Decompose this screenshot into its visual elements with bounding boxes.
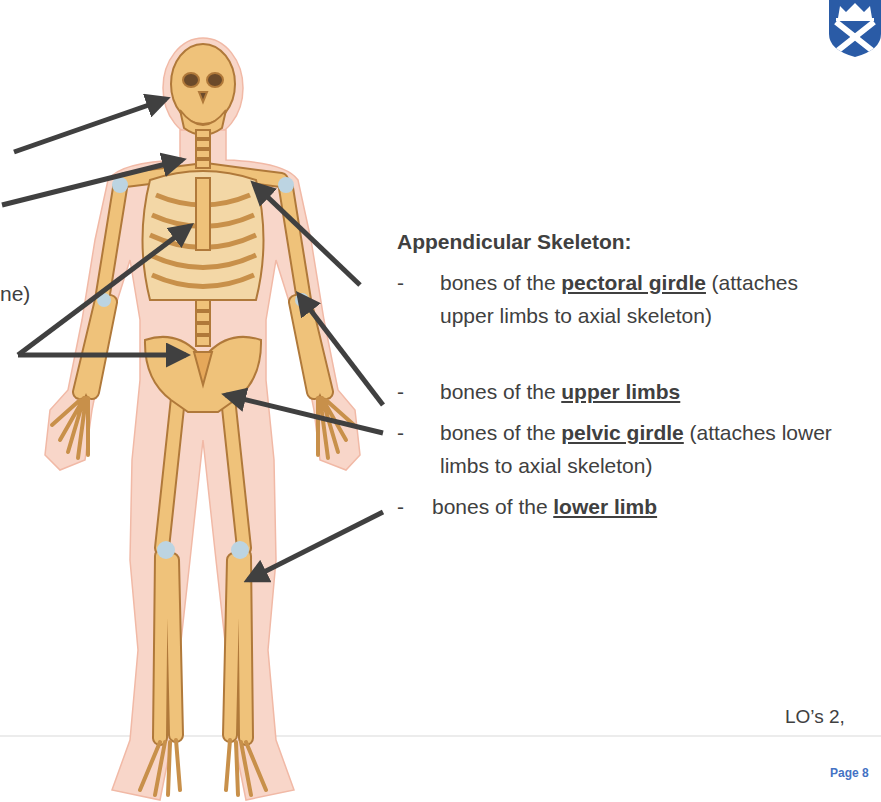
cut-label: ne) [0, 277, 60, 310]
label-text: ne) [0, 282, 30, 305]
list-item: bones of theupper limbs [440, 375, 840, 408]
crest [829, 0, 881, 57]
label-text: Page 8 [830, 766, 869, 780]
label-text: - [397, 271, 404, 294]
page-number: Page 8 [830, 764, 878, 782]
label-text: - [397, 421, 404, 444]
bones [52, 170, 354, 795]
bullet-dash: - [397, 266, 427, 299]
label-text: bones of the [440, 271, 556, 294]
bullet-dash: - [397, 490, 427, 523]
label-text: - [397, 495, 404, 518]
key-term: lower limb [553, 495, 657, 518]
leader-arrows [2, 99, 383, 580]
label-text: bones of the [440, 380, 556, 403]
bullet-dash: - [397, 416, 427, 449]
heading: Appendicular Skeleton: [397, 225, 632, 258]
label-text: - [397, 380, 404, 403]
list-item: bones of thepelvic girdle(attaches lower… [440, 416, 875, 482]
learning-outcome: LO’s 2, [785, 704, 879, 729]
label-text: bones of the [432, 495, 548, 518]
list-item: bones of thepectoral girdle(attaches upp… [440, 266, 805, 332]
key-term: pectoral girdle [561, 271, 706, 294]
key-term: pelvic girdle [561, 421, 684, 444]
body-silhouette [45, 38, 360, 800]
list-item: bones of thelower limb [432, 490, 832, 523]
label-text: LO’s 2, [785, 706, 845, 727]
label-text: bones of the [440, 421, 556, 444]
bullet-dash: - [397, 375, 427, 408]
key-term: upper limbs [561, 380, 680, 403]
